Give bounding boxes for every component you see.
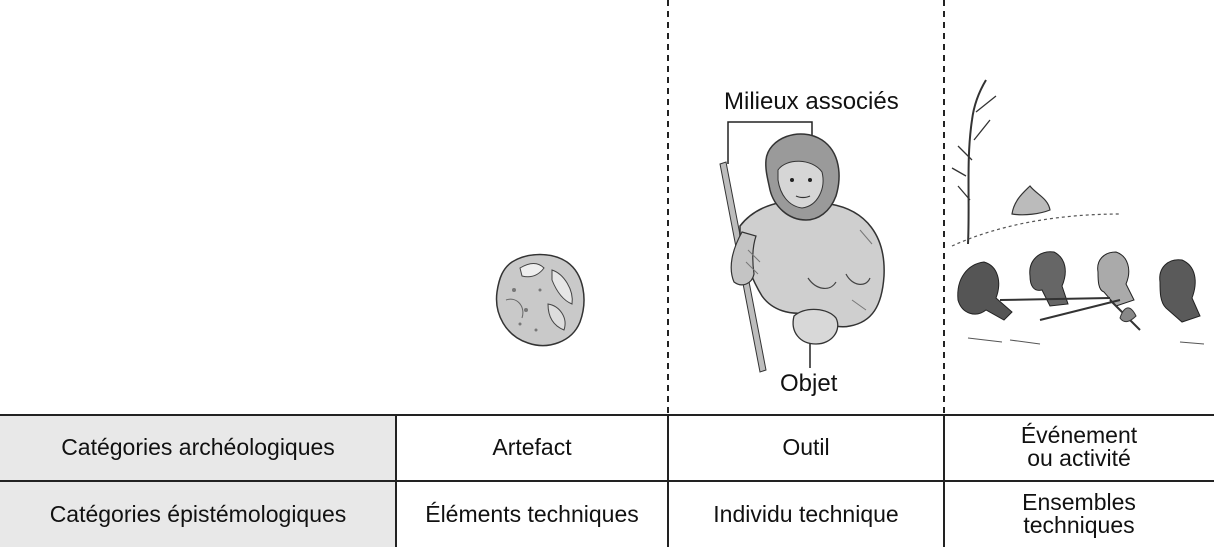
table-row-divider: [0, 480, 1214, 482]
row-header-archeologiques: Catégories archéologiques: [0, 414, 396, 480]
row-header-epistemologiques: Catégories épistémologiques: [0, 481, 396, 547]
cell-label: Outil: [782, 436, 829, 459]
row-header-label: Catégories archéologiques: [61, 436, 335, 459]
group-activity-scene-drawing: [952, 80, 1204, 344]
cell-label: Éléments techniques: [425, 503, 639, 526]
cell-label-line-1: Ensembles: [1022, 491, 1136, 514]
objet-label: Objet: [780, 370, 837, 398]
stone-artefact-drawing: [497, 255, 584, 346]
cell-label: Individu technique: [713, 503, 898, 526]
cell-label-line-1: Événement: [1021, 424, 1137, 447]
table-column-divider-3: [943, 414, 945, 547]
milieux-associes-label: Milieux associés: [724, 88, 899, 116]
cell-evenement: Événement ou activité: [944, 414, 1214, 480]
cell-individu-technique: Individu technique: [668, 481, 944, 547]
cell-label-line-2: ou activité: [1027, 447, 1131, 470]
cell-ensembles-techniques: Ensembles techniques: [944, 481, 1214, 547]
row-header-label: Catégories épistémologiques: [50, 503, 347, 526]
cell-elements-techniques: Éléments techniques: [396, 481, 668, 547]
table-column-divider-1: [395, 414, 397, 547]
cell-outil: Outil: [668, 414, 944, 480]
table-top-border: [0, 414, 1214, 416]
table-column-divider-2: [667, 414, 669, 547]
cell-label: Artefact: [492, 436, 571, 459]
categories-table: Catégories archéologiques Artefact Outil…: [0, 414, 1214, 547]
cell-label-line-2: techniques: [1023, 514, 1134, 537]
hominin-holding-tool-drawing: [720, 122, 884, 372]
cell-artefact: Artefact: [396, 414, 668, 480]
